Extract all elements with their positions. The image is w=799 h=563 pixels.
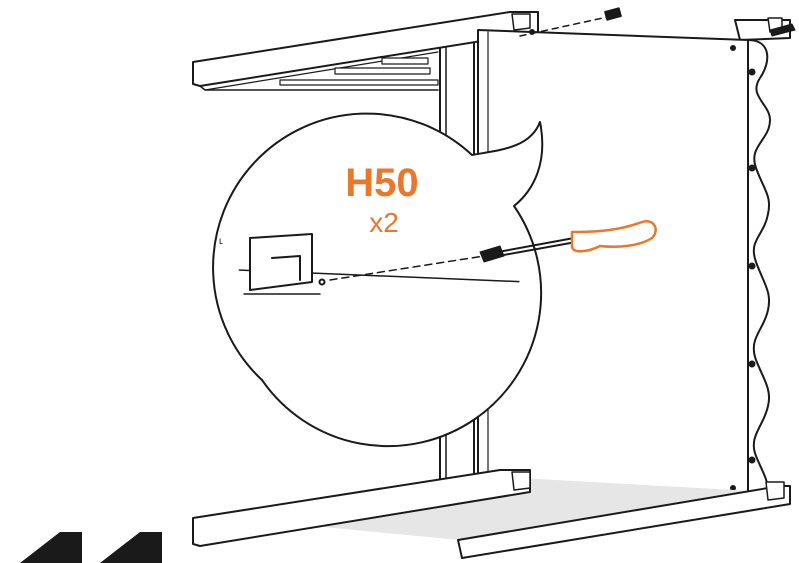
detail-callout-bubble: ʟ — [212, 112, 544, 448]
part-code-label: H50 — [345, 161, 418, 205]
top-board — [192, 11, 791, 91]
wavy-edge-trim — [747, 39, 771, 499]
screwdriver-icon — [479, 219, 657, 263]
part-quantity-label: x2 — [369, 207, 399, 238]
svg-text:ʟ: ʟ — [219, 236, 223, 247]
bottom-board — [192, 469, 791, 559]
step-number — [20, 532, 162, 563]
screw-icon — [519, 7, 796, 37]
